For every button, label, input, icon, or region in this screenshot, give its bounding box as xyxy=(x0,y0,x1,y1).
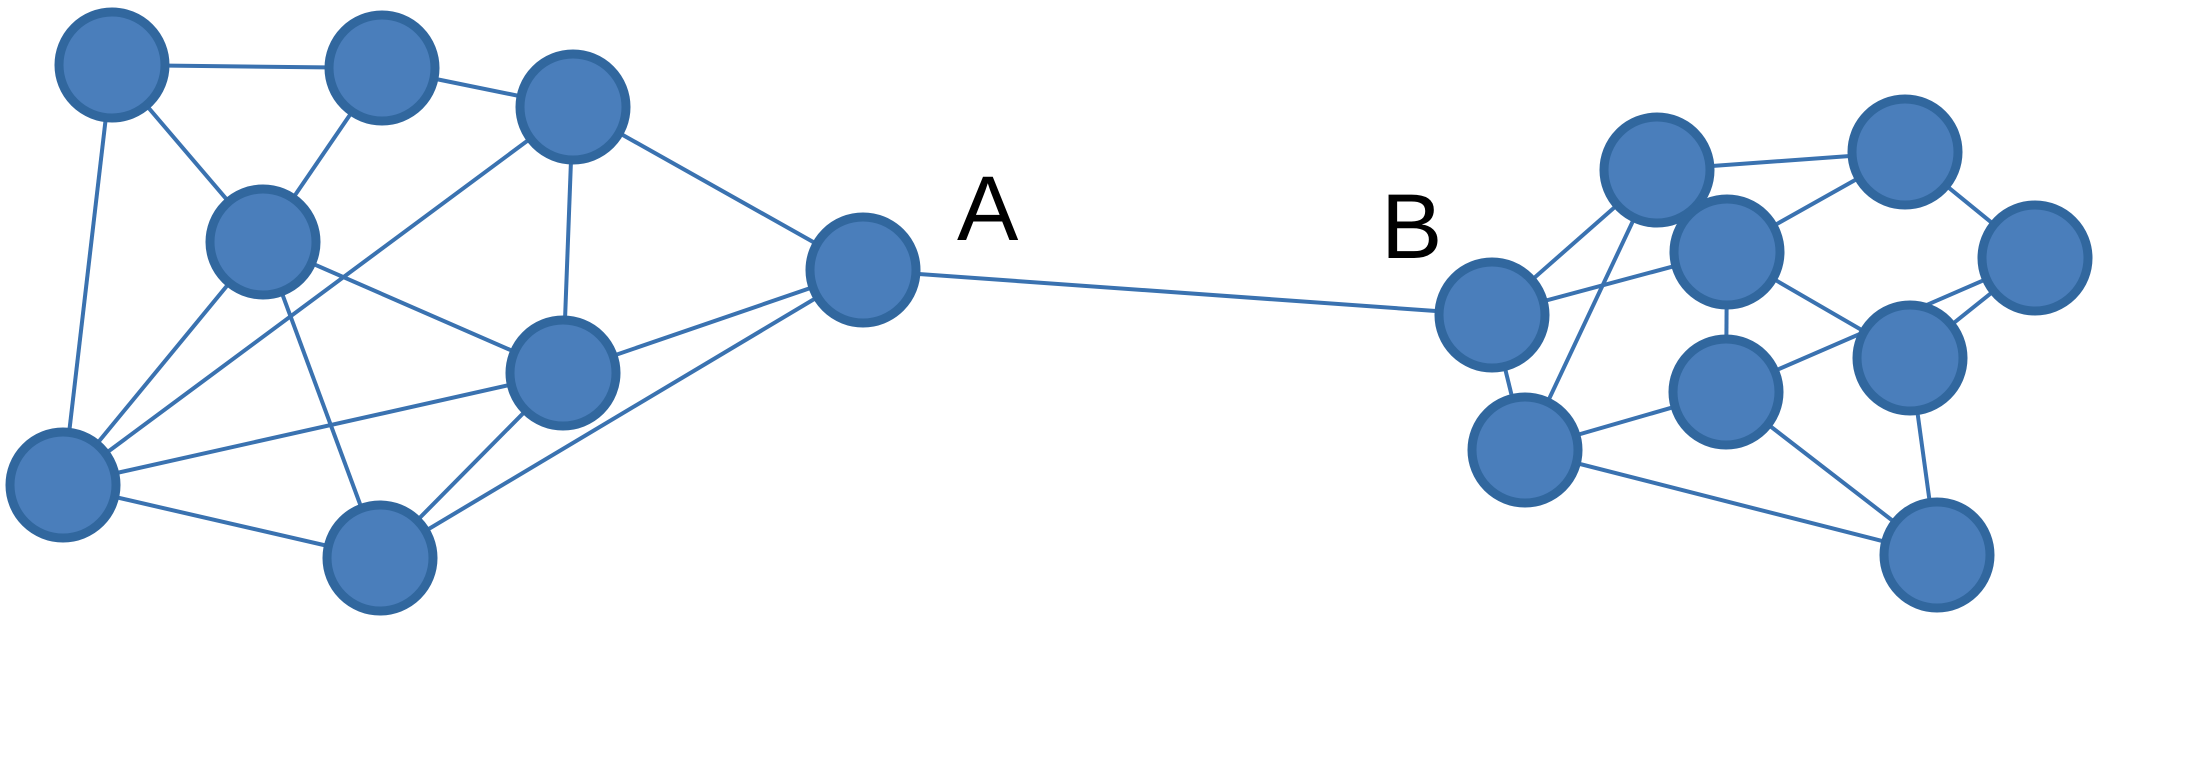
label-B: B xyxy=(1381,176,1442,278)
graph-edge xyxy=(1524,448,1938,557)
graph-node-r6[interactable] xyxy=(1668,334,1784,450)
bridge-edge xyxy=(862,268,1493,317)
graph-edge xyxy=(61,64,114,486)
graph-node-l5[interactable] xyxy=(505,315,621,431)
graph-node-r2[interactable] xyxy=(1847,94,1963,210)
graph-node-l3[interactable] xyxy=(515,49,631,165)
graph-node-r4[interactable] xyxy=(1669,194,1785,310)
graph-node-l1[interactable] xyxy=(54,7,170,123)
label-A: A xyxy=(957,158,1019,260)
nodes-layer xyxy=(5,7,2093,616)
graph-edge xyxy=(61,105,575,487)
graph-node-b[interactable] xyxy=(1434,257,1550,373)
graph-node-l7[interactable] xyxy=(322,500,438,616)
graph-node-a[interactable] xyxy=(805,212,921,328)
graph-node-r8[interactable] xyxy=(1879,497,1995,613)
graph-node-l6[interactable] xyxy=(5,427,121,543)
graph-node-r5[interactable] xyxy=(1852,300,1968,416)
graph-node-l2[interactable] xyxy=(324,10,440,126)
graph-node-r7[interactable] xyxy=(1467,392,1583,508)
graph-node-r3[interactable] xyxy=(1977,200,2093,316)
edges-layer xyxy=(61,63,2037,560)
graph-edge xyxy=(378,268,865,560)
graph-node-r1[interactable] xyxy=(1599,112,1715,228)
graph-edge xyxy=(62,371,564,487)
graph-node-l4[interactable] xyxy=(205,184,321,300)
